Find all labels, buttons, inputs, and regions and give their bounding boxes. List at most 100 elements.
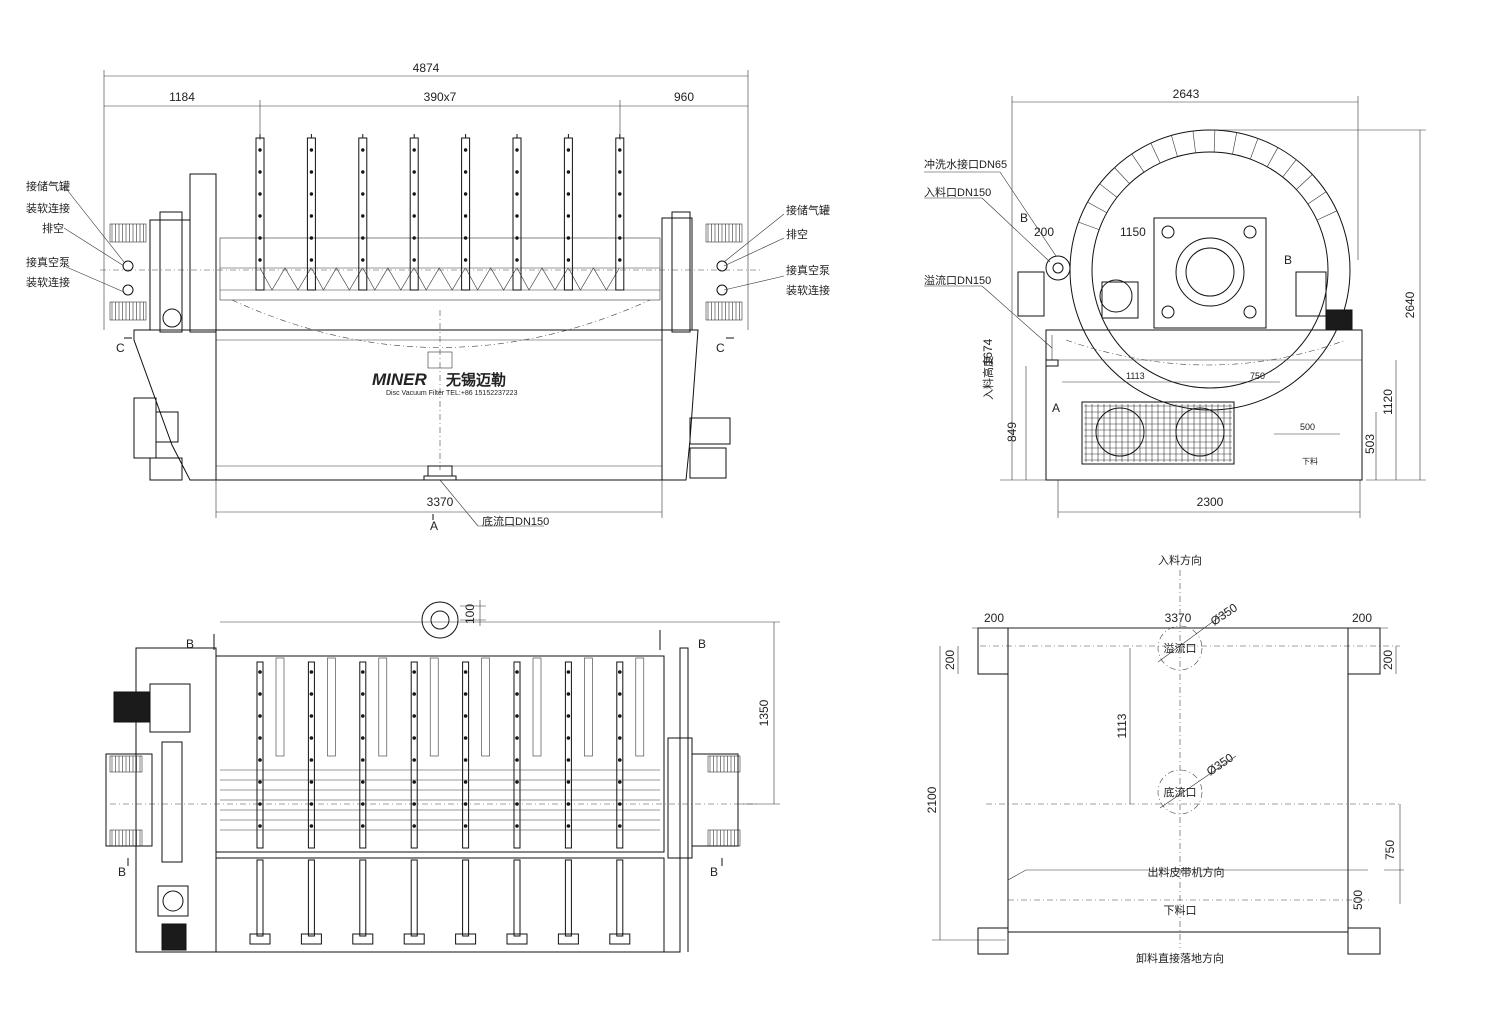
plan-bolt	[566, 758, 571, 762]
plan-valve	[403, 933, 425, 945]
plan-bolt	[618, 670, 622, 674]
dim-middle: 390x7	[424, 90, 457, 104]
dim-side-1674: 1674	[981, 338, 995, 365]
brand-logo-miner: MINER	[372, 370, 428, 389]
plan-bolt	[515, 714, 519, 718]
dim-plan-1350: 1350	[757, 699, 771, 726]
dim-tank-width: 3370	[427, 495, 454, 509]
plan-discs	[220, 657, 660, 945]
section-mark-b-side-left: B	[1020, 211, 1028, 225]
vent-port-right	[716, 260, 728, 272]
riser-bolt	[566, 170, 571, 174]
riser-bolt	[412, 170, 416, 174]
plan-disc-lower	[564, 859, 572, 937]
plan-bolt	[618, 758, 622, 762]
filter-riser	[255, 137, 265, 291]
disc-sector	[1078, 221, 1100, 230]
riser-bolt	[463, 236, 468, 240]
spring-coil	[705, 223, 743, 243]
overflow-port-circle	[1157, 625, 1203, 671]
plan-disc-lower	[307, 859, 315, 937]
dim-side-750: 750	[1250, 371, 1265, 381]
riser-bolt	[258, 258, 262, 262]
plan-bolt	[618, 802, 622, 806]
riser-bolt	[618, 148, 622, 152]
filter-disc-outer	[1069, 129, 1351, 411]
riser-bolt	[412, 192, 416, 196]
plan-bolt	[566, 714, 571, 718]
plan-bolt	[258, 802, 262, 806]
truss-member	[311, 267, 363, 291]
truss-member	[465, 267, 517, 291]
riser-bolt	[258, 192, 262, 196]
plan-bolt	[515, 758, 519, 762]
label-feed-direction: 入料方向	[1158, 553, 1202, 567]
filter-riser	[306, 137, 316, 291]
dim-overall: 4874	[413, 61, 440, 75]
riser-bolt	[515, 170, 519, 174]
plan-bolt	[463, 670, 468, 674]
label-underflow: 底流口DN150	[482, 514, 549, 528]
riser-bolt	[361, 236, 365, 240]
gearbox-mesh	[1084, 404, 1232, 462]
plan-bolt	[309, 736, 314, 740]
dim-right: 960	[674, 90, 694, 104]
riser-bolt	[361, 170, 365, 174]
plan-disc-area	[215, 655, 665, 853]
plan-bolt	[412, 824, 417, 828]
filter-riser	[512, 137, 522, 291]
riser-bolt	[618, 236, 622, 240]
plan-scraper	[378, 657, 388, 757]
dim-foundation-500: 500	[1351, 890, 1365, 910]
riser-bolt	[566, 214, 571, 218]
dim-side-bottom-width: 2300	[1197, 495, 1224, 509]
disc-sector	[1099, 183, 1118, 198]
riser-bolt	[566, 258, 571, 262]
truss-member	[259, 267, 312, 291]
plan-valve	[455, 933, 477, 945]
bearing-housing	[1153, 217, 1267, 329]
disc-sector	[1250, 138, 1259, 160]
plan-bolt	[309, 692, 314, 696]
disc-sector	[1192, 131, 1196, 153]
dim-side-top-width: 2643	[1173, 87, 1200, 101]
filter-riser	[461, 137, 471, 291]
riser-bolt	[566, 148, 571, 152]
front-view: 4874 1184 390x7 960	[26, 61, 830, 533]
riser-bolt	[309, 192, 314, 196]
dim-side-1113: 1113	[1126, 371, 1145, 381]
dim-foundation-left-v200: 200	[943, 650, 957, 670]
disc-sector	[1307, 191, 1327, 205]
dim-left: 1184	[169, 90, 195, 104]
dim-side-1120: 1120	[1381, 389, 1395, 415]
plan-bolt	[618, 692, 622, 696]
plan-disc-lower	[462, 859, 470, 937]
riser-bolt	[412, 236, 416, 240]
disc-sector	[1114, 167, 1130, 184]
label-left-soft-joint: 装软连接	[26, 201, 70, 215]
disc-sector	[1087, 201, 1107, 214]
plan-bolt	[566, 780, 571, 784]
filter-riser	[615, 137, 625, 291]
riser-bolt	[361, 148, 365, 152]
label-left-vacuum-pump: 接真空泵	[26, 255, 70, 269]
spring-couplings	[109, 223, 743, 321]
riser-bolt	[515, 148, 519, 152]
plan-bolt	[412, 670, 417, 674]
vent-port-left	[122, 260, 134, 272]
riser-bolt	[309, 214, 314, 218]
dim-phi-bottom: Ø350	[1204, 750, 1236, 778]
disc-sector	[1296, 174, 1313, 190]
motor-side	[1325, 309, 1353, 331]
plan-bolt	[309, 670, 314, 674]
plan-bolt	[412, 780, 417, 784]
dim-foundation-right-v200: 200	[1381, 650, 1395, 670]
plan-valve	[352, 933, 374, 945]
plan-bolt	[412, 802, 417, 806]
plan-disc-lower	[616, 859, 624, 937]
plan-disc	[256, 661, 264, 849]
plan-bolt	[618, 736, 622, 740]
label-discharge-port: 下料口	[1164, 903, 1197, 917]
label-overflow: 溢流口DN150	[924, 273, 991, 287]
disc-sector	[1266, 147, 1279, 167]
